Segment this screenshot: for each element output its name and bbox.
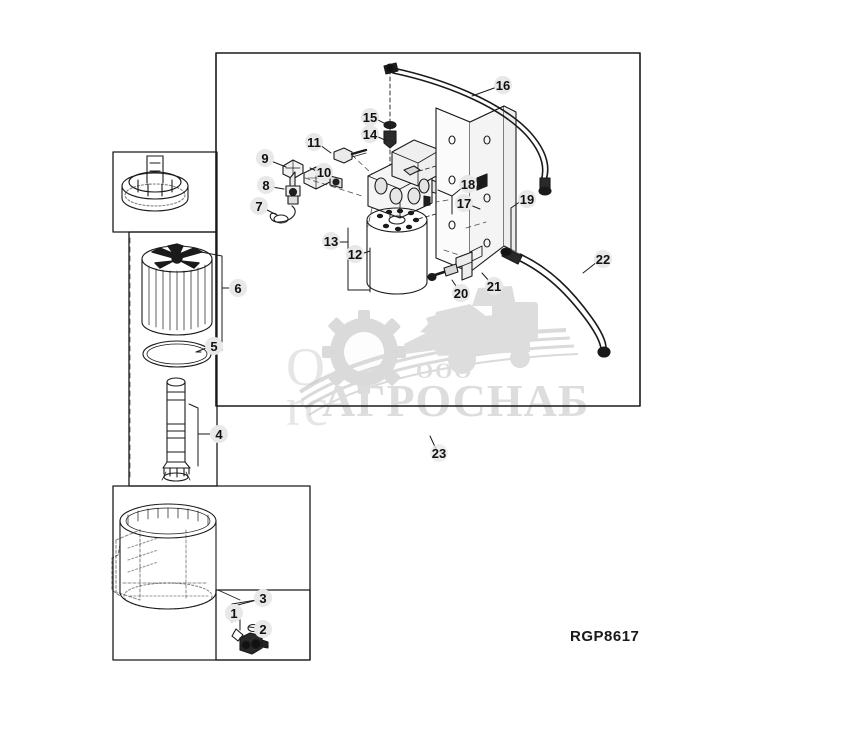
drain-plug-parts (231, 599, 269, 655)
callout-5: 5 (205, 337, 223, 355)
callout-4-label: 4 (215, 427, 223, 442)
explode-guide-lines (129, 154, 487, 481)
filter-head-part (367, 139, 445, 219)
callout-17-label: 17 (457, 196, 471, 211)
fuel-hose-16-part (392, 67, 552, 196)
callout-16: 16 (494, 76, 512, 94)
callout-11: 11 (305, 133, 323, 151)
callout-1: 1 (225, 604, 243, 622)
mounting-bracket-part (413, 105, 517, 273)
callout-15: 15 (361, 108, 379, 126)
hose-clamp-parts (427, 251, 473, 282)
fuel-hose-22-part (500, 247, 611, 358)
engine-block-part (111, 503, 241, 610)
frame-tank-cap (112, 151, 218, 233)
callout-2-label: 2 (259, 622, 266, 637)
callout-13-label: 13 (324, 234, 338, 249)
callout-23: 23 (430, 444, 448, 462)
fitting-parts-group (269, 147, 368, 224)
callout-6-label: 6 (234, 281, 241, 296)
filter-seal-oring-part (142, 340, 212, 368)
fuel-tank-cap-part (121, 155, 189, 212)
callout-23-label: 23 (432, 446, 446, 461)
callout-10: 10 (315, 163, 333, 181)
callout-21-label: 21 (487, 279, 501, 294)
callout-15-label: 15 (363, 110, 377, 125)
watermark-logo: ООО АГРОСНАБ (298, 286, 589, 426)
callout-10-label: 10 (317, 165, 331, 180)
callout-18-label: 18 (461, 177, 475, 192)
callout-3-label: 3 (259, 591, 266, 606)
callout-19-label: 19 (520, 192, 534, 207)
callout-20: 20 (452, 284, 470, 302)
callout-bracket-lines (188, 189, 512, 467)
standpipe-part (161, 377, 191, 482)
callout-3: 3 (254, 589, 272, 607)
callout-22-label: 22 (596, 252, 610, 267)
callout-8-label: 8 (262, 178, 269, 193)
callout-16-label: 16 (496, 78, 510, 93)
callout-22: 22 (594, 250, 612, 268)
callout-1-label: 1 (230, 606, 237, 621)
callout-20-label: 20 (454, 286, 468, 301)
callout-2: 2 (254, 620, 272, 638)
watermark-abbrev: ООО (416, 358, 473, 383)
callout-21: 21 (485, 277, 503, 295)
callout-12-label: 12 (348, 247, 362, 262)
spin-on-fuel-filter-part (366, 207, 428, 295)
callout-18: 18 (459, 175, 477, 193)
callout-6: 6 (229, 279, 247, 297)
callout-14-label: 14 (363, 127, 378, 142)
callout-8: 8 (257, 176, 275, 194)
callout-17: 17 (455, 194, 473, 212)
frame-main-assembly (215, 52, 641, 407)
callout-13: 13 (322, 232, 340, 250)
callout-12: 12 (346, 245, 364, 263)
callout-19: 19 (518, 190, 536, 208)
callout-14: 14 (361, 125, 379, 143)
callout-9-label: 9 (261, 151, 268, 166)
fuel-filter-element-part (141, 243, 213, 336)
part-number-label: RGP8617 (570, 628, 639, 645)
callout-badges: 1 2 3 4 5 6 7 8 9 10 11 12 13 14 15 16 1… (205, 76, 612, 638)
frame-engine-block (112, 485, 311, 661)
callout-9: 9 (256, 149, 274, 167)
callout-7-label: 7 (255, 199, 262, 214)
callout-7: 7 (250, 197, 268, 215)
callout-5-label: 5 (210, 339, 217, 354)
callout-11-label: 11 (307, 135, 321, 150)
callout-4: 4 (210, 425, 228, 443)
watermark-company-name: АГРОСНАБ (322, 375, 589, 426)
combine-harvester-icon (404, 286, 538, 374)
